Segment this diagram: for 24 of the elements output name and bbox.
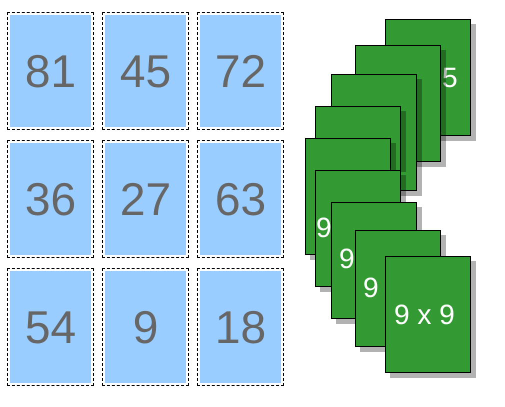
card-label: 9: [363, 274, 379, 302]
card-label: 5: [442, 64, 458, 92]
tile-number: 18: [214, 304, 266, 350]
tile-number: 27: [120, 176, 172, 222]
tile-number: 36: [24, 176, 76, 222]
card-label: 9: [316, 214, 332, 242]
tile-number: 45: [120, 48, 172, 94]
number-tile: [102, 268, 189, 386]
number-tile: [102, 140, 189, 258]
tile-number: 72: [214, 48, 266, 94]
number-tile: [7, 268, 94, 386]
tile-number: 81: [24, 48, 76, 94]
card-label: 9: [339, 245, 355, 273]
number-tile: [197, 12, 284, 130]
number-tile: [102, 12, 189, 130]
number-tile: [7, 140, 94, 258]
number-tile: [7, 12, 94, 130]
tile-number: 54: [24, 304, 76, 350]
number-tile: [197, 268, 284, 386]
tile-number: 9: [132, 304, 158, 350]
tile-number: 63: [214, 176, 266, 222]
stacked-card: [385, 256, 476, 378]
number-tile: [197, 140, 284, 258]
card-label: 9 x 9: [394, 301, 455, 329]
